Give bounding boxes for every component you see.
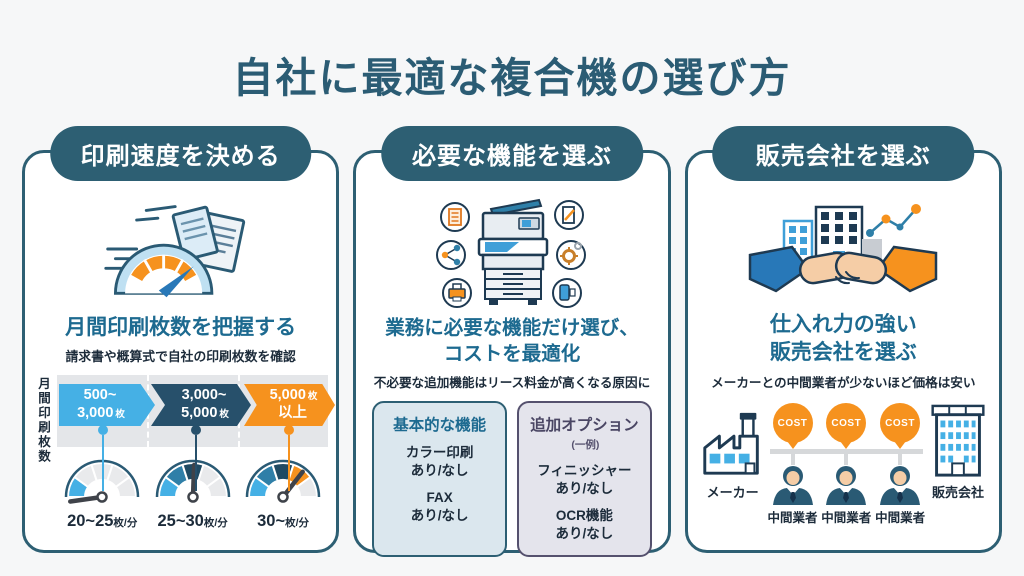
speed-label-low: 20~25枚/分 <box>67 512 138 530</box>
cost-balloon: COST <box>772 403 813 443</box>
card3-header-pill: 販売会社を選ぶ <box>712 126 975 181</box>
chain-stub <box>844 449 849 465</box>
middleman-label: 中間業者 <box>767 511 818 525</box>
handshake-icon <box>688 195 999 307</box>
person-icon <box>772 466 813 505</box>
axis-label: 月間印刷枚数 <box>36 377 50 464</box>
page-title: 自社に最適な複合機の選び方 <box>232 55 792 101</box>
middleman-label: 中間業者 <box>875 511 926 525</box>
supply-chain-diagram: メーカー COST 中間業者 <box>700 403 989 526</box>
middleman-label: 中間業者 <box>821 511 872 525</box>
card2-subtext: 不必要な追加機能はリース料金が高くなる原因に <box>373 376 651 390</box>
card-functions: 必要な機能を選ぶ <box>353 126 671 557</box>
connector-mid <box>191 425 201 491</box>
card-print-speed: 印刷速度を決める <box>22 126 340 553</box>
card1-subtext: 請求書や概算式で自社の印刷枚数を確認 <box>65 349 296 364</box>
copier-icon <box>356 193 667 311</box>
option-item-ocr: OCR機能 あり/なし <box>555 508 614 541</box>
card-vendor: 販売会社を選ぶ <box>684 126 1002 553</box>
speed-label-high: 30~枚/分 <box>257 512 310 530</box>
option-box-title: 追加オプション(一例) <box>530 417 639 451</box>
card3-heading: 仕入れ力の強い 販売会社を選ぶ <box>769 313 917 364</box>
option-functions-box: 追加オプション(一例) フィニッシャー あり/なし OCR機能 あり/なし <box>517 401 652 557</box>
card2-header-pill: 必要な機能を選ぶ <box>381 126 643 181</box>
basic-item-fax: FAX あり/なし <box>410 490 469 523</box>
speed-label-mid: 25~30枚/分 <box>157 512 228 530</box>
function-boxes: 基本的な機能 カラー印刷 あり/なし FAX あり/なし 追加オプション(一例) <box>372 401 652 557</box>
connector-low <box>98 425 108 491</box>
card1-heading: 月間印刷枚数を把握する <box>65 316 297 339</box>
middleman-chain: COST 中間業者 <box>821 403 871 526</box>
card3-subtext: メーカーとの中間業者が少ないほど価格は安い <box>711 376 976 390</box>
basic-item-color-print: カラー印刷 あり/なし <box>405 445 474 478</box>
middlemen-area: COST 中間業者 COST <box>766 403 927 526</box>
seller-column: 販売会社 <box>927 403 989 526</box>
factory-icon <box>702 412 759 475</box>
option-item-finisher: フィニッシャー あり/なし <box>537 463 632 496</box>
office-building-icon <box>931 404 985 477</box>
feature-bubbles <box>435 200 586 308</box>
maker-label: メーカー <box>706 485 759 500</box>
middleman-chain: COST 中間業者 <box>875 403 925 526</box>
cost-balloon: COST <box>880 403 921 443</box>
basic-box-title: 基本的な機能 <box>393 417 487 434</box>
gauge-mid: 25~30枚/分 <box>147 451 237 531</box>
speedometer-icon <box>25 195 336 303</box>
person-icon <box>826 466 867 505</box>
card2-heading: 業務に必要な機能だけ選び、 コストを最適化 <box>385 317 639 365</box>
cards-row: 印刷速度を決める <box>22 126 1002 557</box>
cost-balloon: COST <box>826 403 867 443</box>
chain-stub <box>898 449 903 465</box>
middleman-chain: COST 中間業者 <box>768 403 818 526</box>
speed-gauges: 20~25枚/分 <box>57 451 328 531</box>
connector-high <box>284 425 294 491</box>
chain-stub <box>790 449 795 465</box>
maker-column: メーカー <box>700 403 766 526</box>
basic-functions-box: 基本的な機能 カラー印刷 あり/なし FAX あり/なし <box>372 401 507 557</box>
card1-header-pill: 印刷速度を決める <box>49 126 312 181</box>
person-icon <box>880 466 921 505</box>
seller-label: 販売会社 <box>931 485 984 500</box>
